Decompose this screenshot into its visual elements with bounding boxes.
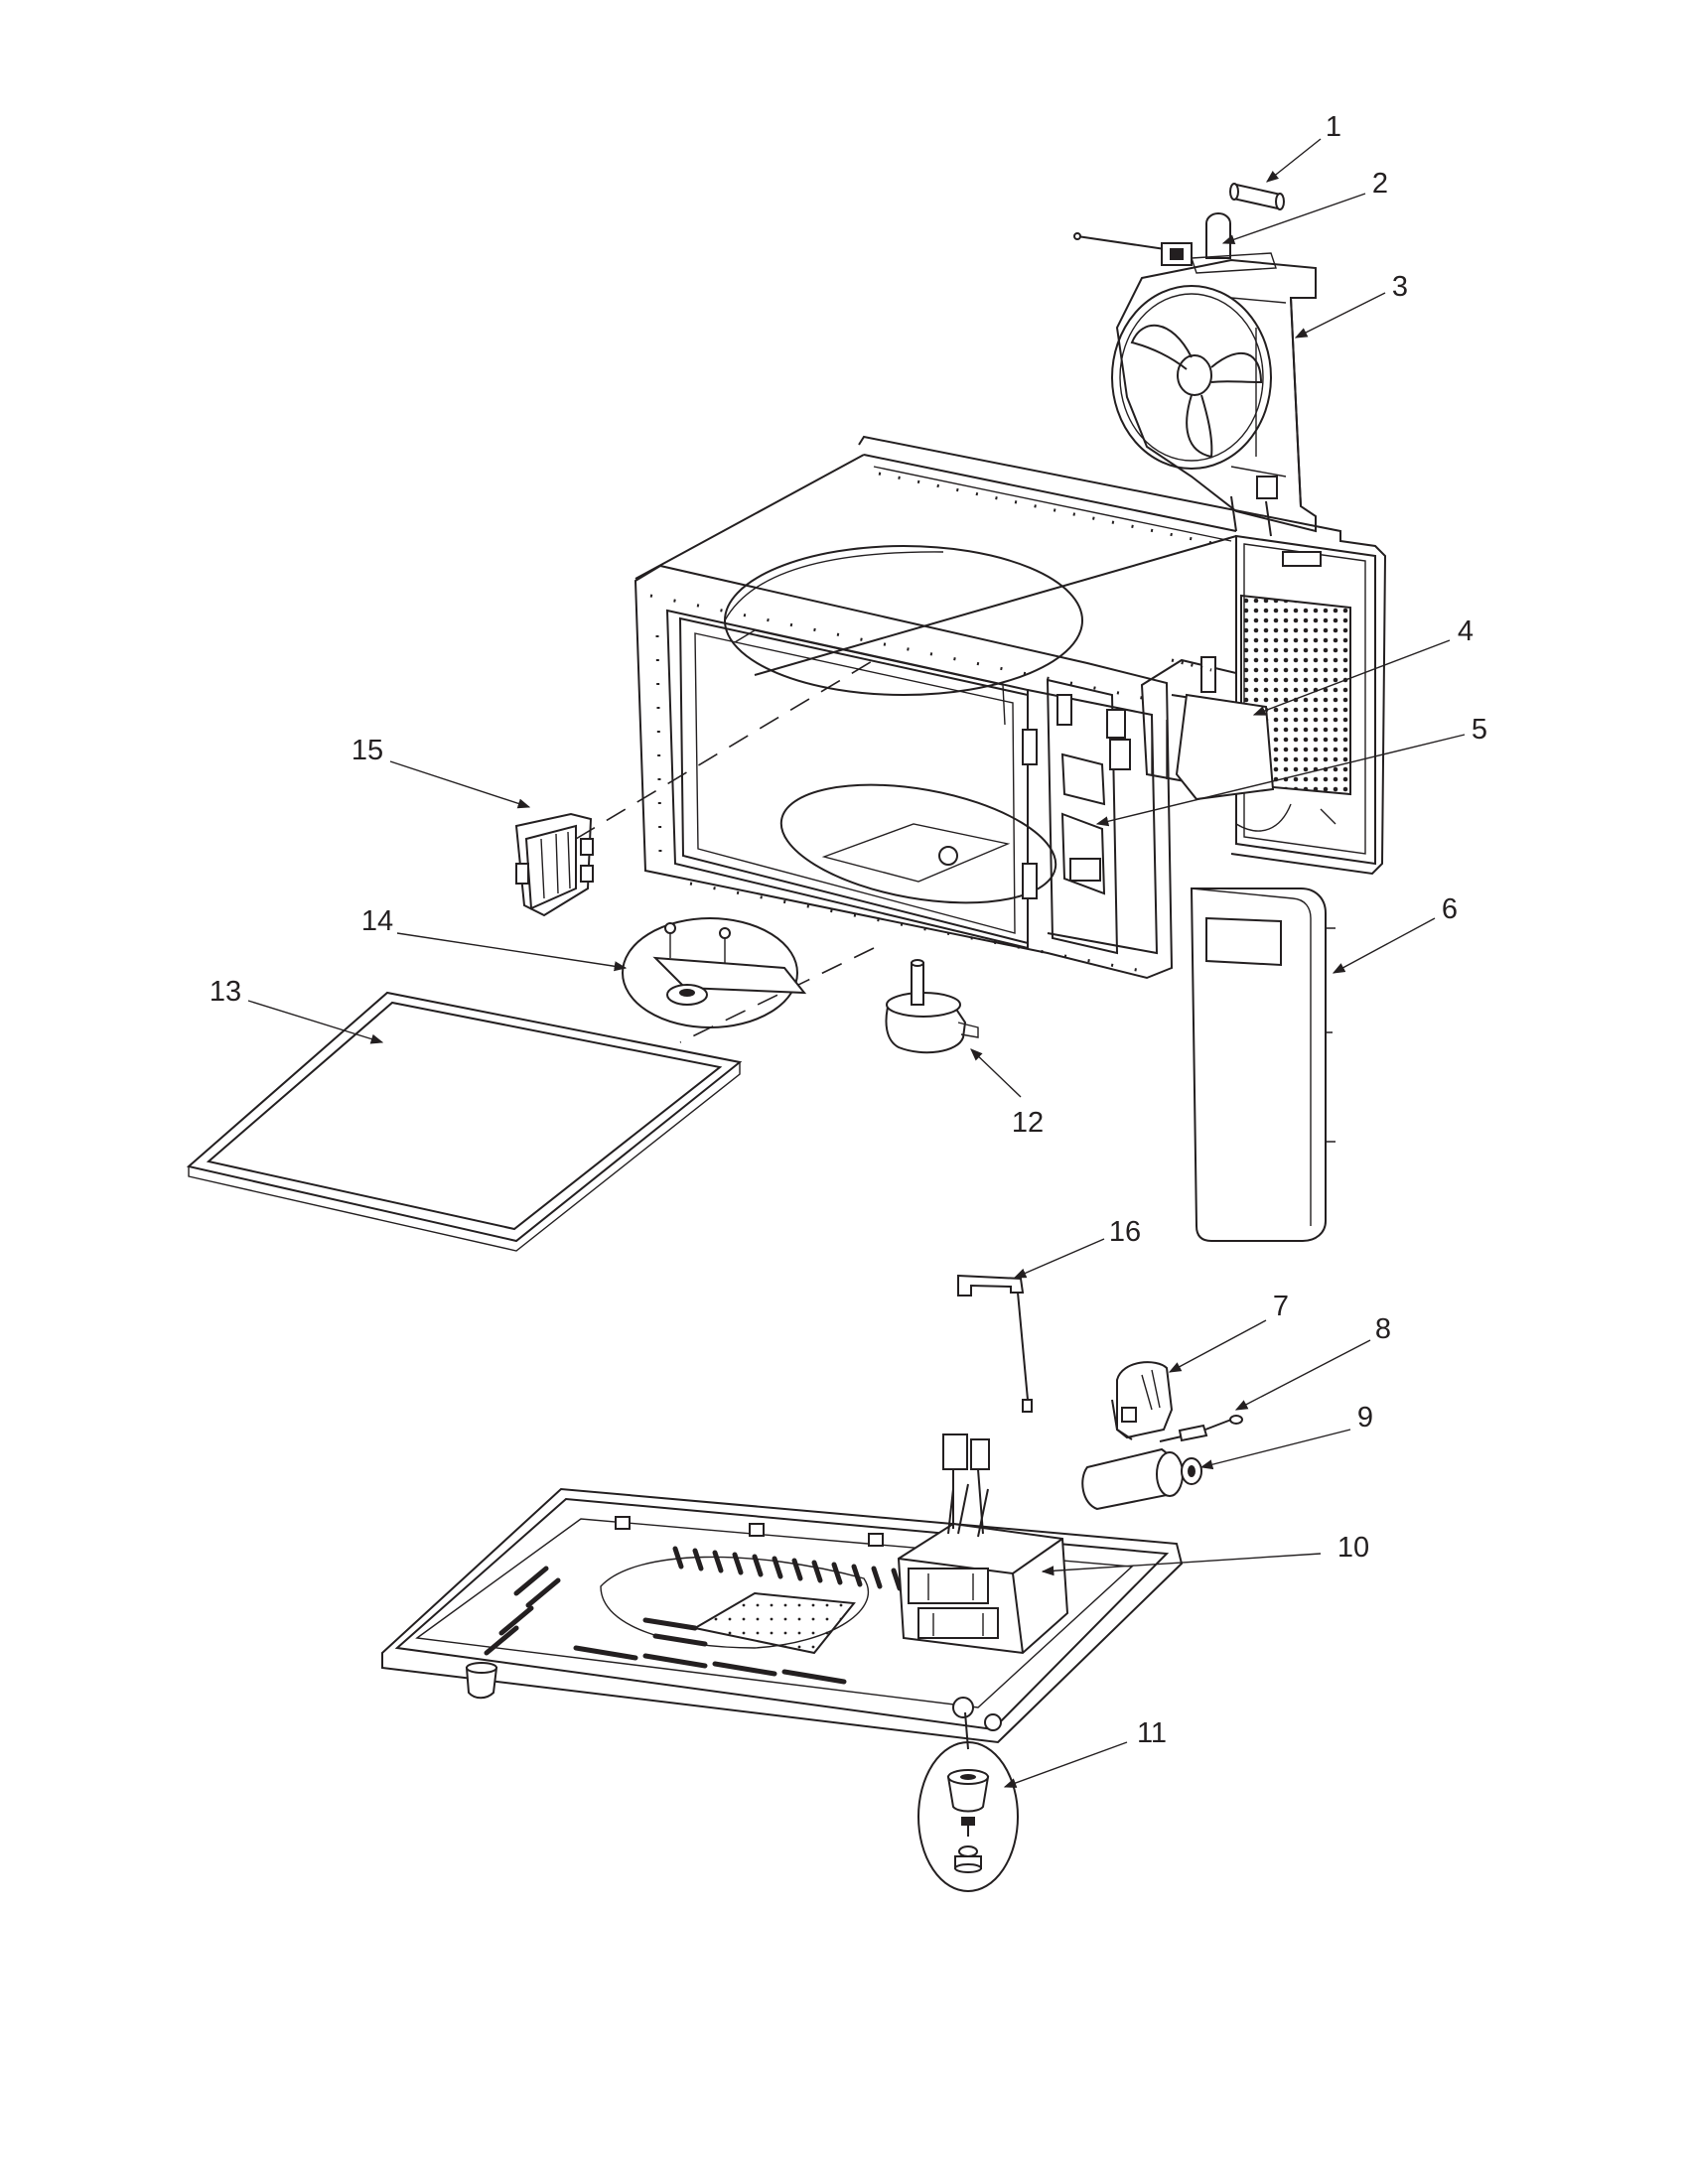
callout-7: 7 [1273, 1291, 1289, 1322]
callout-3: 3 [1392, 271, 1408, 303]
leader-15 [389, 760, 531, 809]
leader-3 [1294, 292, 1386, 339]
leader-5 [1095, 734, 1466, 827]
foot-detail-part [917, 1711, 1019, 1892]
callout-4: 4 [1458, 615, 1474, 647]
capacitor-part [1081, 1447, 1202, 1511]
leader-11 [1003, 1741, 1128, 1788]
leader-14 [396, 932, 628, 972]
callout-5: 5 [1472, 714, 1487, 746]
latch-holder-part [514, 812, 594, 917]
leader-12 [970, 1048, 1022, 1098]
leader-10 [1041, 1553, 1322, 1576]
transformer-part [897, 1433, 1069, 1655]
turntable-motor-part [885, 959, 979, 1054]
leader-7 [1168, 1319, 1267, 1373]
leader-8 [1234, 1339, 1371, 1411]
thermostat-bracket-part [1073, 212, 1277, 274]
callout-numbers: 1 2 3 4 5 6 7 8 9 10 11 12 13 14 15 16 [210, 111, 1487, 1749]
leader-9 [1199, 1429, 1351, 1470]
callout-1: 1 [1326, 111, 1341, 143]
bracket-rod-part [957, 1274, 1033, 1413]
leader-1 [1266, 138, 1322, 183]
control-panel-part [1190, 887, 1336, 1242]
coupler-detail-part [622, 917, 807, 1028]
tray-frame-part [186, 991, 743, 1252]
leader-6 [1332, 917, 1436, 974]
leader-2 [1221, 193, 1366, 245]
callout-10: 10 [1337, 1532, 1369, 1564]
leader-13 [247, 1000, 384, 1044]
diode-part [1159, 1415, 1243, 1442]
callout-14: 14 [361, 905, 393, 937]
leader-4 [1252, 639, 1451, 716]
callout-9: 9 [1357, 1402, 1373, 1433]
base-plate-part [381, 1487, 1184, 1744]
fuse-part [1229, 183, 1285, 210]
callout-16: 16 [1109, 1216, 1141, 1248]
fan-assembly-part [1111, 258, 1317, 537]
cavity-chassis-part [575, 435, 1387, 1043]
callout-6: 6 [1442, 893, 1458, 925]
callout-leaders [247, 138, 1466, 1788]
callout-15: 15 [352, 735, 383, 766]
callout-12: 12 [1012, 1107, 1044, 1139]
callout-2: 2 [1372, 168, 1388, 200]
leader-16 [1013, 1238, 1105, 1279]
callout-8: 8 [1375, 1313, 1391, 1345]
callout-13: 13 [210, 976, 241, 1008]
callout-11: 11 [1137, 1717, 1167, 1749]
capacitor-bracket-part [1111, 1361, 1174, 1440]
